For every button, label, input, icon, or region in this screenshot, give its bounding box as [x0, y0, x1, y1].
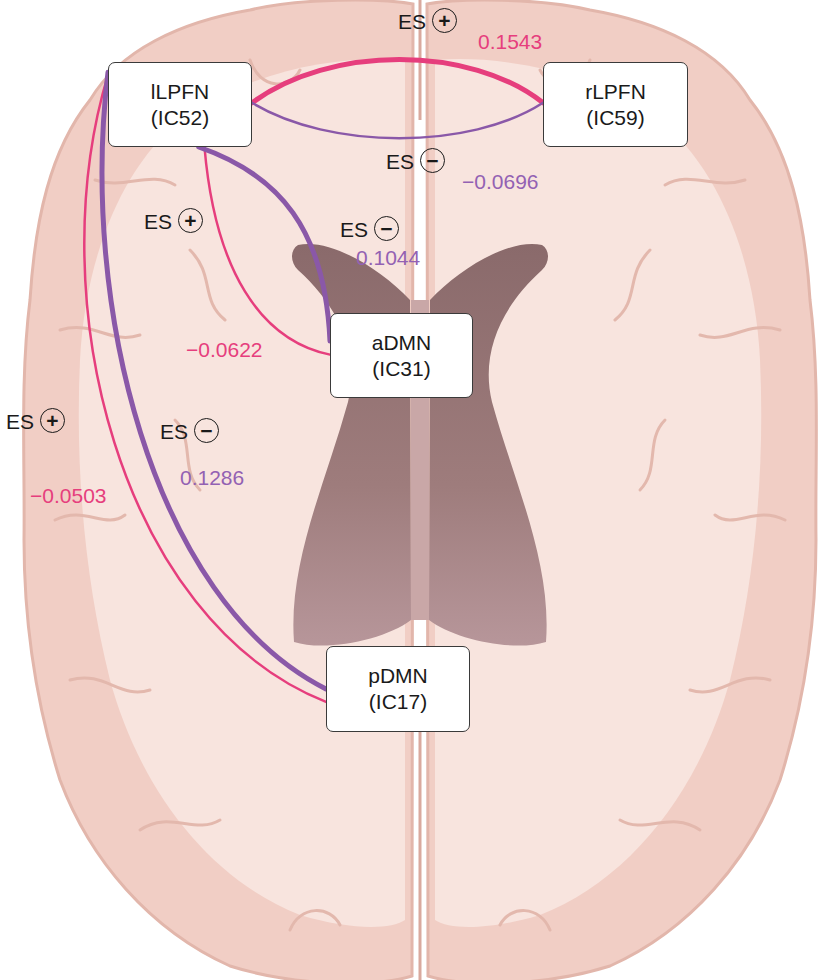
network-name: rLPFN (IC59): [568, 79, 664, 131]
cortex: [24, 0, 817, 980]
network-box: pDMN (IC17): [326, 646, 470, 732]
sign-symbol: +: [432, 8, 457, 33]
effect-value: 0.1286: [180, 466, 244, 490]
effect-value: −0.0696: [462, 170, 539, 194]
es-label: ES: [340, 218, 368, 242]
connectivity-line: [102, 72, 326, 689]
es-label: ES: [6, 410, 34, 434]
network-name: lLPFN (IC52): [132, 79, 228, 131]
connectivity-line: [199, 147, 330, 341]
effect-value: −0.0622: [186, 338, 263, 362]
network-name: aDMN (IC31): [354, 330, 450, 382]
network-name: pDMN (IC17): [350, 663, 446, 715]
sign-symbol: +: [40, 408, 65, 433]
ventricles: [292, 244, 548, 646]
network-box: aDMN (IC31): [330, 313, 473, 398]
network-box: rLPFN (IC59): [543, 62, 688, 147]
sign-symbol: −: [194, 418, 219, 443]
left-hemisphere: [24, 0, 413, 980]
effect-value: −0.0503: [30, 484, 107, 508]
sign-symbol: +: [178, 208, 203, 233]
right-hemisphere: [427, 0, 816, 980]
es-label: ES: [160, 420, 188, 444]
connectivity-line: [252, 103, 543, 138]
sign-symbol: −: [420, 148, 445, 173]
es-label: ES: [386, 150, 414, 174]
left-ventricle: [292, 244, 411, 646]
network-box: lLPFN (IC52): [108, 62, 252, 147]
sign-symbol: −: [374, 216, 399, 241]
es-label: ES: [144, 210, 172, 234]
connectivity-line: [252, 59, 543, 102]
effect-value: 0.1044: [356, 246, 420, 270]
es-label: ES: [398, 10, 426, 34]
effect-value: 0.1543: [478, 30, 542, 54]
connectivity-line: [84, 75, 326, 702]
right-ventricle: [429, 244, 548, 646]
